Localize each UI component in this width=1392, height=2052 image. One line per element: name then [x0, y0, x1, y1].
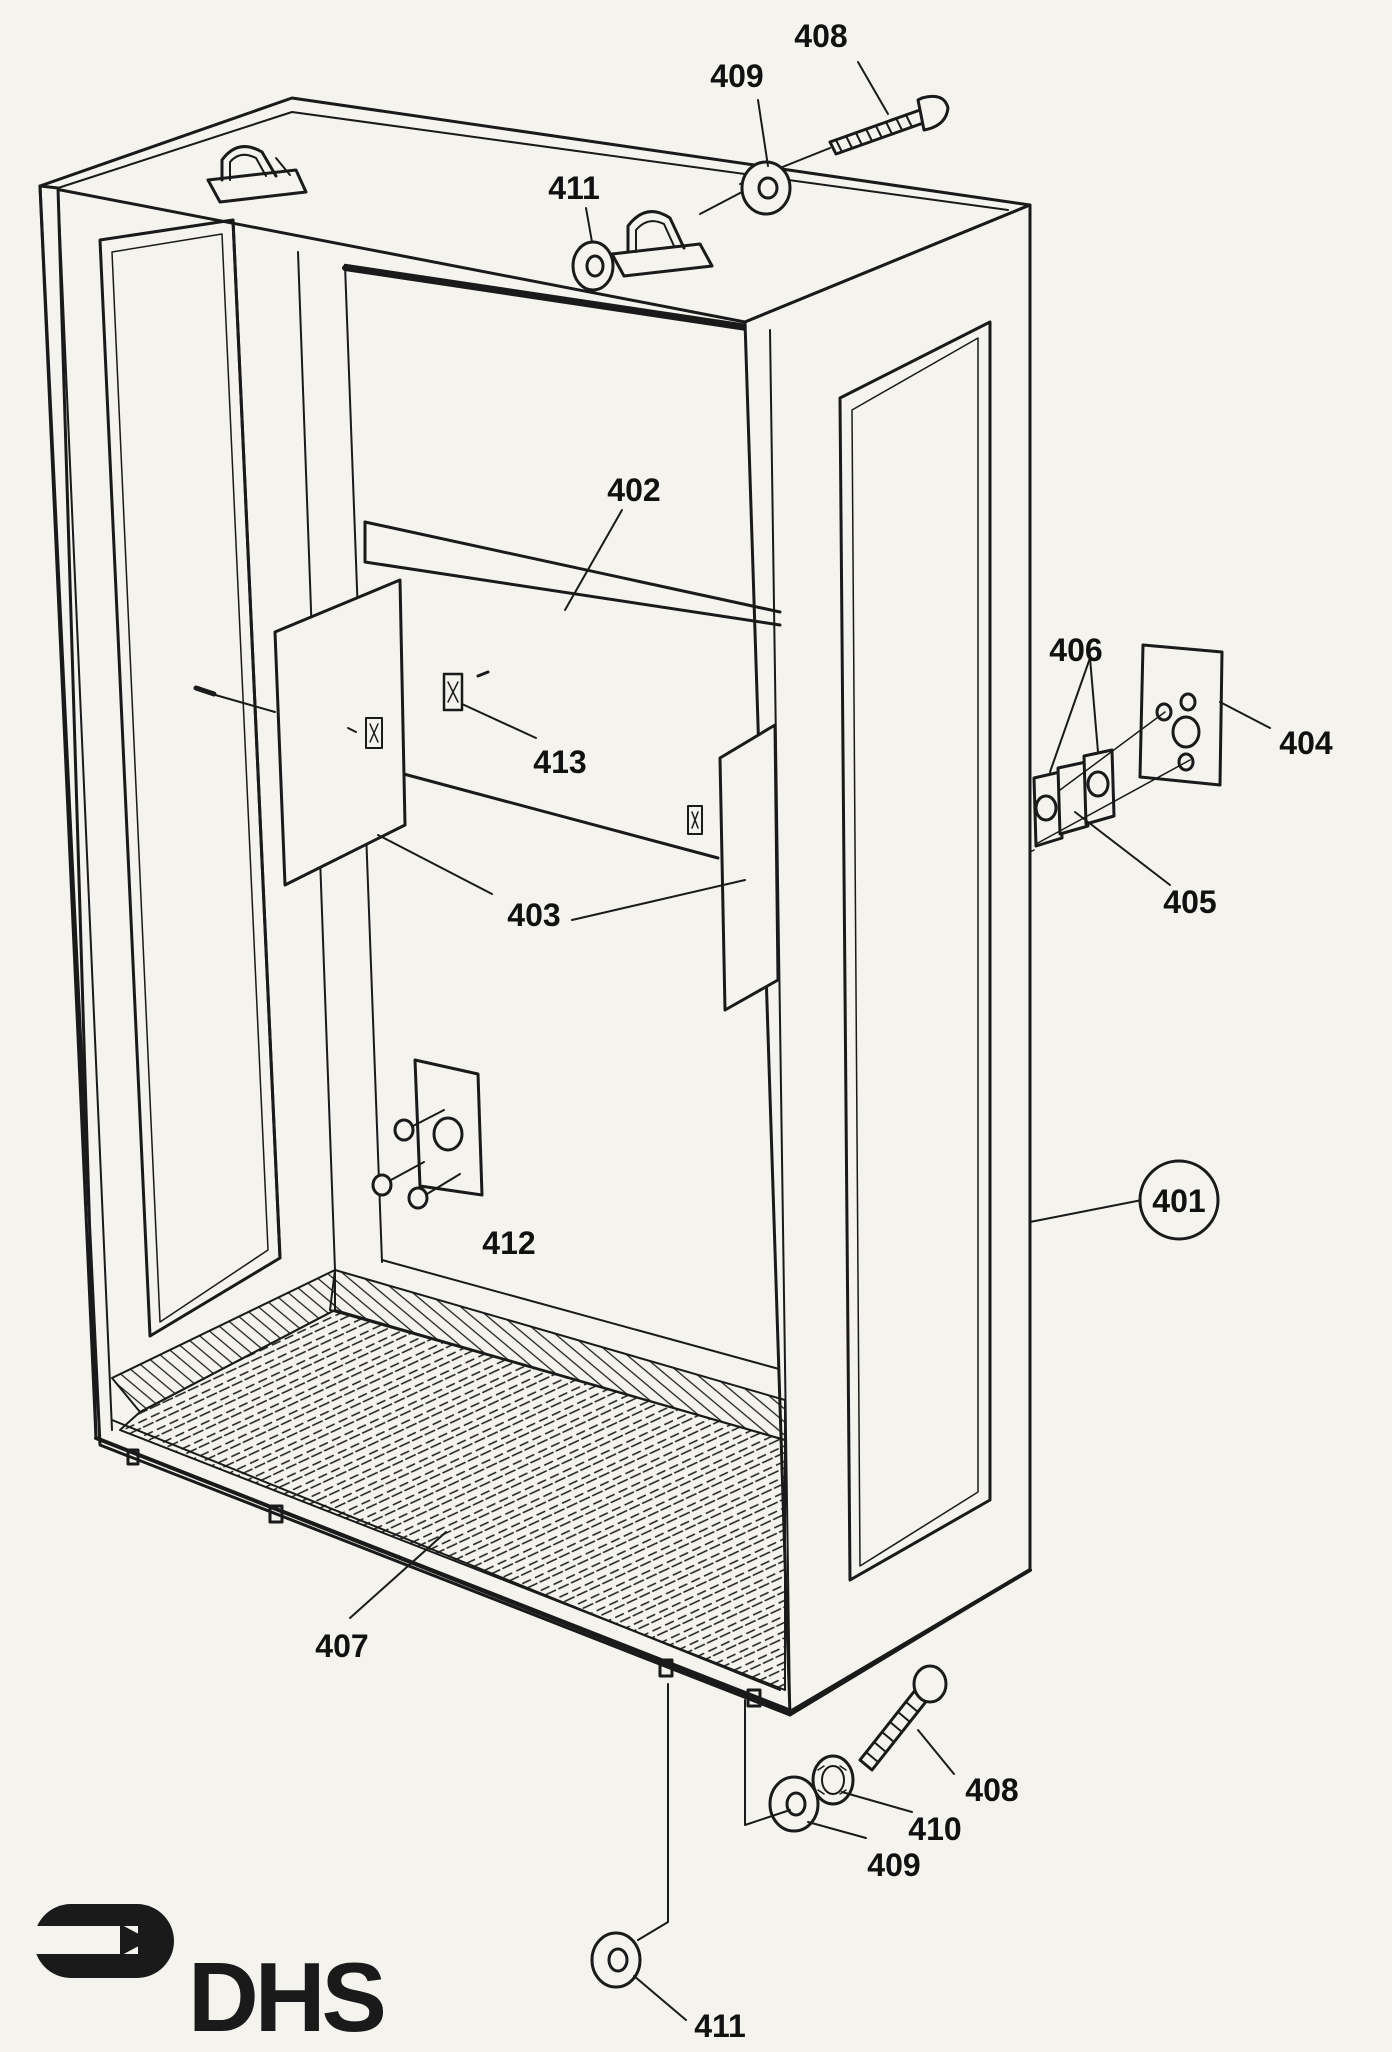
right-front-inset-panel — [838, 320, 992, 1582]
floor-surface — [119, 1309, 786, 1691]
bottom-screw-408 — [858, 1664, 948, 1772]
bottom-screw-axis — [744, 1699, 791, 1826]
callout-406: 406 — [1049, 632, 1103, 668]
callout-401: 401 — [1152, 1183, 1206, 1219]
bottom-washer-409 — [768, 1775, 820, 1833]
dhs-logo — [34, 1904, 174, 1978]
top-hinge-left — [206, 145, 308, 204]
cabinet-housing — [38, 96, 1032, 1717]
callout-410: 410 — [908, 1811, 962, 1847]
callout-409-top: 409 — [710, 58, 764, 94]
plate-412 — [371, 1058, 484, 1210]
spacer-406-a — [1032, 770, 1064, 848]
leader-lines — [349, 61, 1271, 2021]
callout-412: 412 — [482, 1225, 536, 1261]
callout-403: 403 — [507, 897, 561, 933]
top-washer-411 — [571, 240, 615, 292]
top-washer-409 — [740, 160, 792, 216]
callout-408-bottom: 408 — [965, 1772, 1019, 1808]
top-screw-408 — [828, 94, 950, 156]
bottom-foot-axis — [637, 1683, 669, 1941]
bracket-403-right — [687, 723, 780, 1012]
plate-404 — [1138, 643, 1224, 787]
callout-413: 413 — [533, 744, 587, 780]
floor-insulation-pad — [111, 1269, 786, 1691]
callout-409-bottom: 409 — [867, 1847, 921, 1883]
top-hinge-right — [610, 210, 714, 278]
callout-411-bottom: 411 — [694, 2008, 746, 2044]
callout-407: 407 — [315, 1628, 369, 1664]
callout-411-top: 411 — [548, 170, 600, 206]
callout-404: 404 — [1279, 725, 1333, 761]
lock-washer-410 — [811, 1754, 855, 1806]
bracket-403-left — [193, 578, 407, 887]
callout-405: 405 — [1163, 884, 1217, 920]
left-side-panel — [98, 218, 282, 1338]
callout-408-top: 408 — [794, 18, 848, 54]
callout-circle-401 — [1138, 1159, 1220, 1241]
callout-402: 402 — [607, 472, 661, 508]
clip-413 — [442, 670, 490, 712]
dhs-logo-text: DHS — [188, 1942, 387, 2052]
mounting-plate-402 — [363, 520, 782, 860]
bottom-washer-411 — [590, 1931, 642, 1989]
